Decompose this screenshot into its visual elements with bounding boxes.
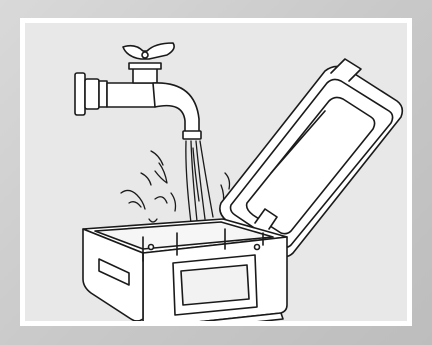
- washing-illustration: [25, 23, 407, 321]
- faucet-icon: [75, 43, 201, 139]
- water-stream-icon: [186, 141, 213, 223]
- splash-icon: [121, 151, 235, 222]
- illustration-panel: [20, 18, 412, 326]
- open-container-icon: [83, 219, 287, 321]
